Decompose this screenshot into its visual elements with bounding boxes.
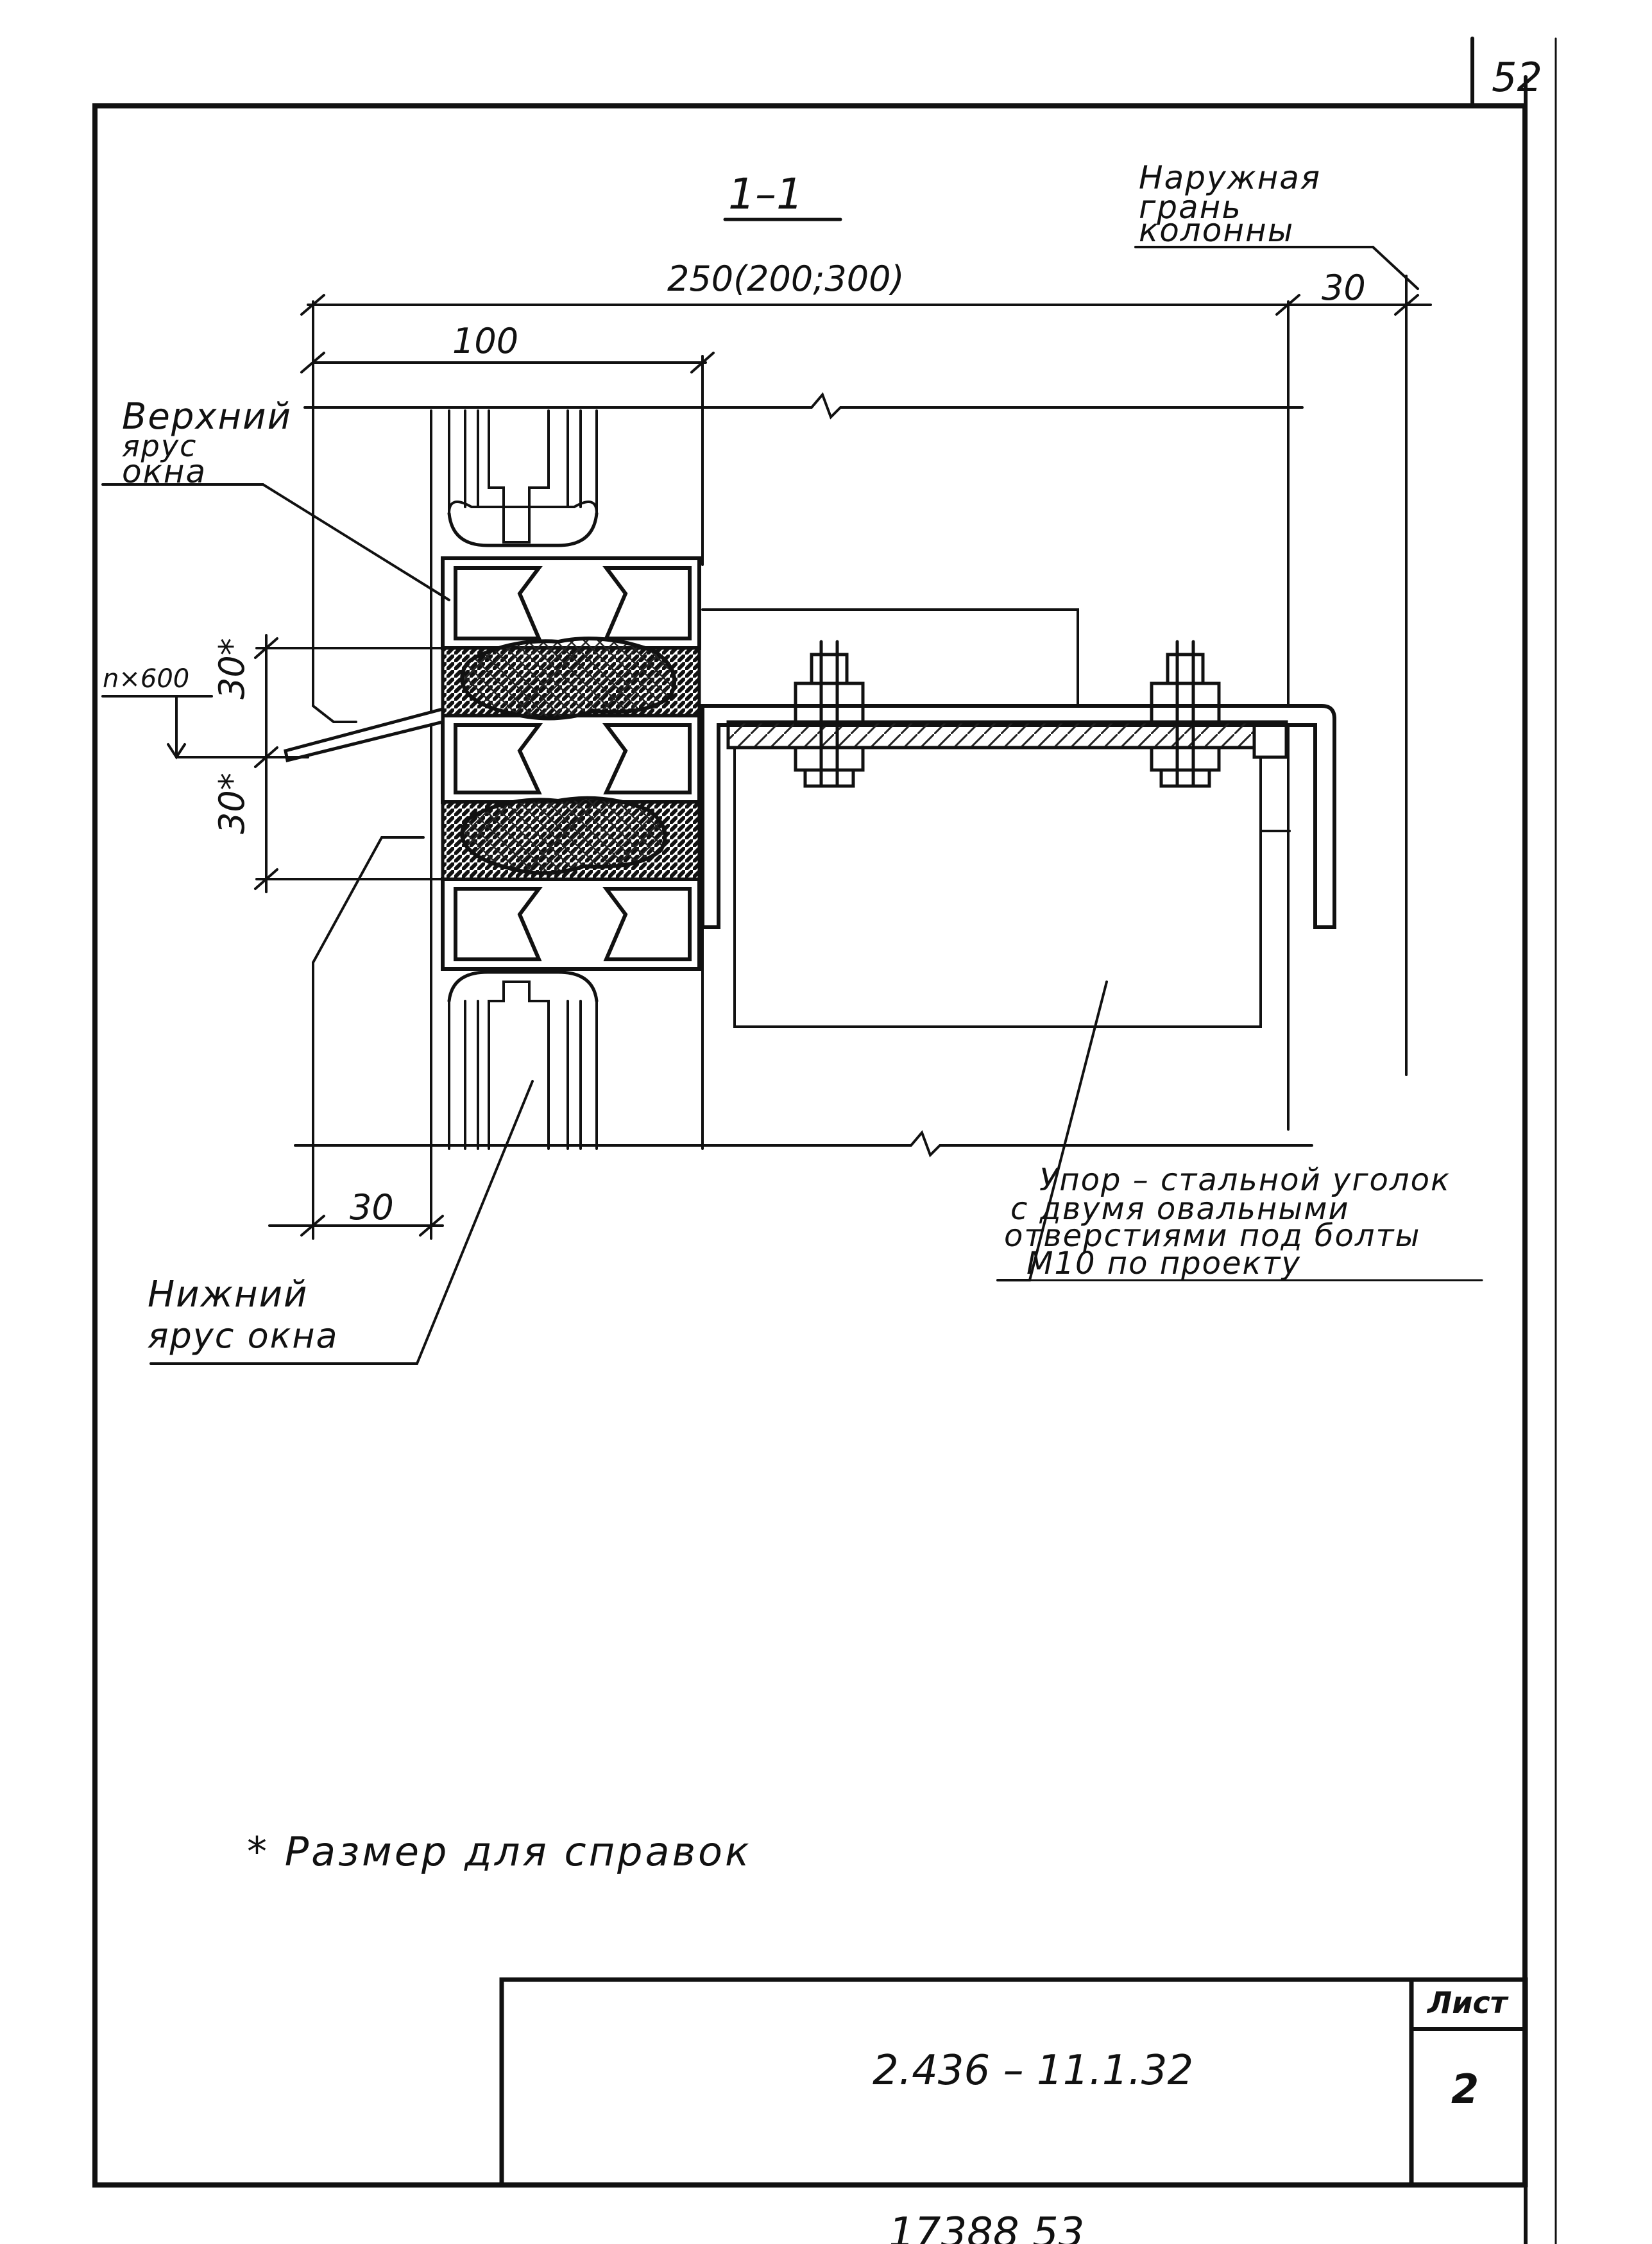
lower-gasket <box>459 796 667 875</box>
angle-note-line-3: отверстиями под болты <box>1004 1218 1421 1254</box>
top-break-line <box>303 392 1304 420</box>
sheet-number: 2 <box>1451 2066 1479 2112</box>
outer-face-leader <box>1134 246 1419 1076</box>
sheet-label: Лист <box>1427 1985 1508 2020</box>
dim-overall-line <box>300 294 1432 1131</box>
bottom-break-line <box>294 1130 1313 1158</box>
dim-30-star-lines <box>254 634 444 893</box>
dim-100: 100 <box>452 321 519 361</box>
frame-profiles <box>441 556 701 971</box>
title-block <box>499 1977 1528 2188</box>
archive-number: 17388 53 <box>889 2213 1085 2244</box>
upper-window-label-1: Верхний <box>122 396 292 438</box>
section-title: 1–1 <box>728 169 803 219</box>
wall-outline <box>312 409 704 1150</box>
dim-100-line <box>300 352 715 412</box>
outer-face-label-1: Наружная <box>1139 159 1322 196</box>
dim-lower-30: 30* <box>212 773 252 834</box>
outer-face-label-3: колонны <box>1139 212 1295 249</box>
angle-note-line-2: с двумя овальными <box>1010 1191 1350 1227</box>
outer-face-label-2: грань <box>1139 189 1242 226</box>
pitch-leader <box>101 695 258 760</box>
page-number: 52 <box>1492 54 1542 101</box>
lower-window-label-2: ярус окна <box>148 1315 339 1356</box>
angle-note-line-4: М10 по проекту <box>1026 1246 1301 1281</box>
lower-window-label-1: Нижний <box>148 1274 309 1315</box>
lower-window-leader <box>149 1080 534 1365</box>
lower-glazing <box>447 970 599 1150</box>
upper-window-label-3: окна <box>122 453 207 490</box>
footnote: * Размер для справок <box>247 1828 752 1875</box>
upper-glazing <box>447 409 599 547</box>
upper-window-leader <box>101 483 450 601</box>
dim-bottom-30 <box>268 1147 444 1240</box>
bolt-right <box>1150 640 1221 788</box>
dim-bottom-30-label: 30 <box>350 1187 394 1228</box>
upper-window-label-2: ярус <box>122 429 198 463</box>
flashing-plate <box>284 707 445 763</box>
angle-note-line-1: Упор – стальной уголок <box>1039 1162 1451 1198</box>
document-code: 2.436 – 11.1.32 <box>873 2047 1194 2094</box>
column-body <box>733 746 1291 1028</box>
dim-offset-30: 30 <box>1322 268 1366 308</box>
bolt-left <box>794 640 865 788</box>
dim-upper-30: 30* <box>212 638 252 699</box>
dim-overall: 250(200;300) <box>667 259 905 299</box>
upper-gasket <box>459 637 677 721</box>
dim-pitch: n×600 <box>103 664 190 694</box>
